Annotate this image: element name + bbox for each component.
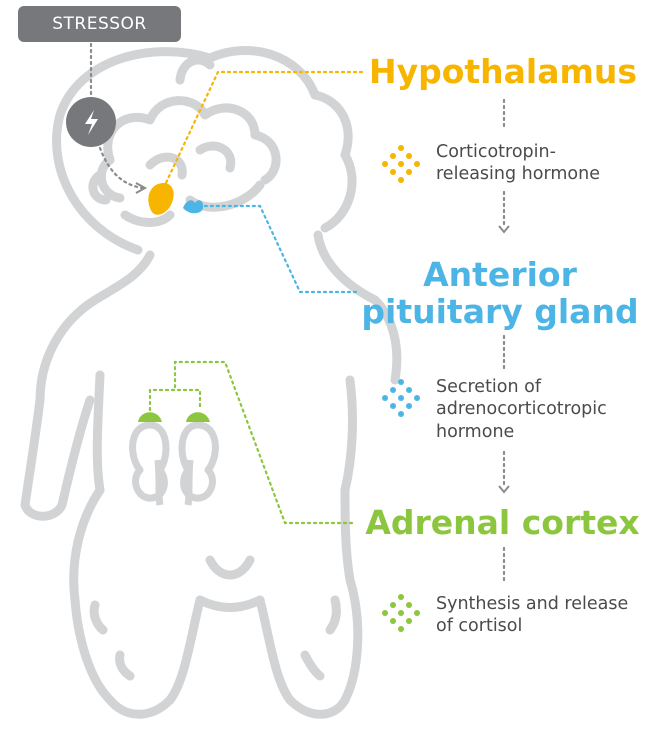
pituitary-shape (183, 200, 203, 213)
dot-diamond-icon (382, 594, 420, 632)
kidneys (133, 425, 216, 505)
stressor-label: STRESSOR (18, 6, 181, 42)
step-crh-text: Corticotropin-releasing hormone (436, 141, 636, 186)
hypothalamus-title: Hypothalamus (362, 54, 644, 91)
step-acth-text: Secretion of adrenocorticotropic hormone (436, 376, 646, 443)
adrenal-gland-left (138, 412, 162, 422)
dot-diamond-icon (382, 145, 420, 183)
adrenal-gland-right (186, 412, 210, 422)
infant-outline (25, 50, 397, 714)
hypothalamus-connector (165, 72, 362, 185)
step-cortisol-text: Synthesis and release of cortisol (436, 593, 636, 638)
pituitary-title: Anterior pituitary gland (356, 257, 644, 331)
hypothalamus-shape (148, 183, 173, 215)
dot-diamond-icon (382, 379, 420, 417)
adrenal-title: Adrenal cortex (360, 505, 645, 542)
